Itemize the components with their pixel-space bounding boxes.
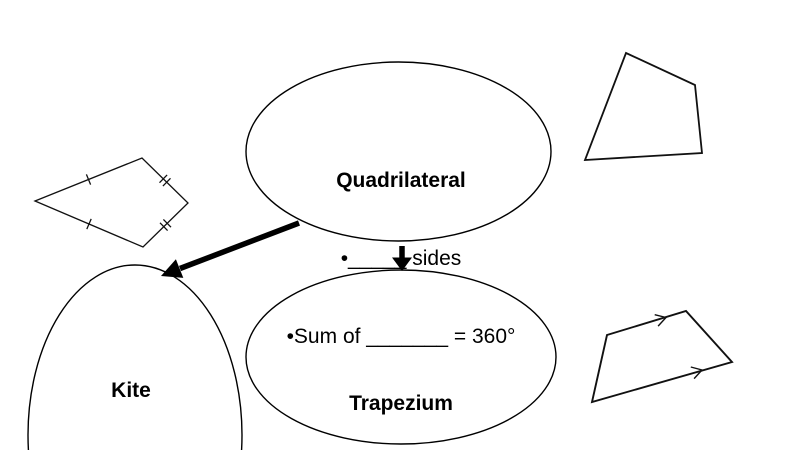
kite-node: Kite •Two pairs of equal adjacent sides … [21, 328, 241, 450]
irregular-quadrilateral-sketch [583, 51, 703, 161]
trapezium-sketch [590, 309, 734, 404]
kite-tick-mark [86, 218, 92, 230]
quadrilateral-bullet-sides: •_____ sides [340, 247, 462, 270]
kite-double-tick-mark [162, 177, 171, 187]
trapezium-ellipse [245, 269, 557, 445]
kite-double-tick-mark [159, 174, 168, 184]
kite-ellipse [27, 264, 243, 450]
kite-double-tick-mark [159, 222, 169, 232]
kite-title: Kite [111, 379, 151, 402]
kite-tick-mark [85, 174, 92, 185]
quadrilateral-title: Quadrilateral [336, 169, 466, 192]
parallel-arrow-mark [690, 366, 704, 380]
kite-double-tick-mark [162, 218, 172, 228]
quadrilateral-bullet-angle-sum: •Sum of _______ = 360° [286, 325, 516, 348]
trapezium-node: Trapezium •One pair of _________ sides [241, 339, 561, 450]
quadrilateral-ellipse [245, 61, 552, 242]
kite-sketch [33, 157, 189, 248]
quadrilateral-node: Quadrilateral •_____ sides •Sum of _____… [241, 116, 561, 402]
quadrilateral-to-kite-arrow [161, 220, 300, 278]
trapezium-title: Trapezium [349, 392, 453, 415]
quadrilateral-to-trapezium-arrow [392, 246, 412, 271]
parallel-arrow-mark [654, 314, 668, 327]
